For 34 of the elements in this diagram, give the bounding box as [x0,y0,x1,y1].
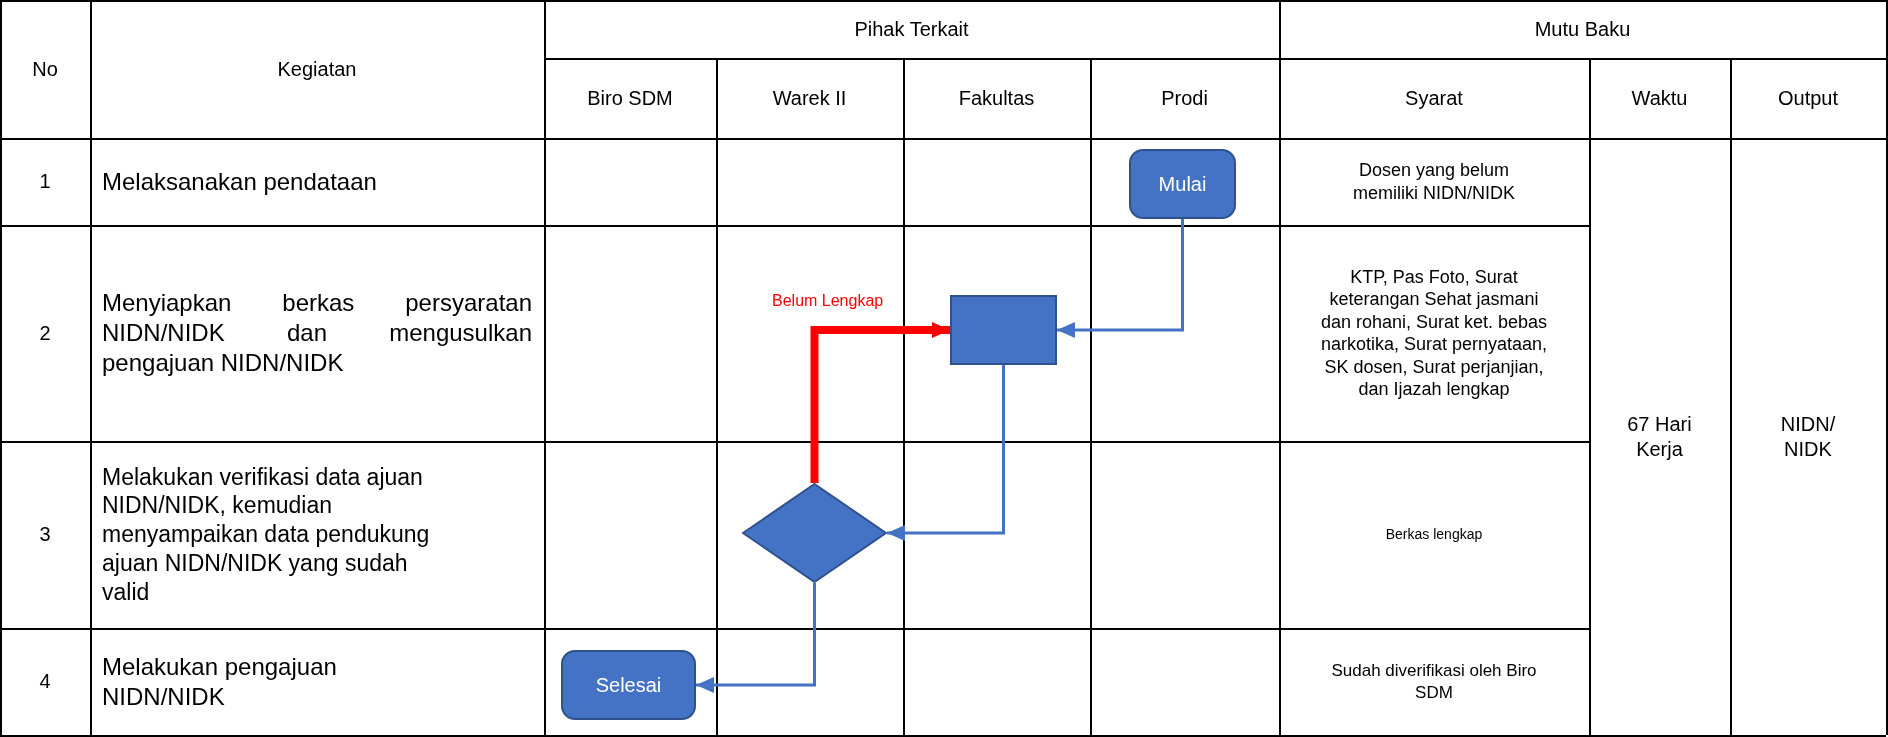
output-text: NIDN/ NIDK [1779,411,1837,462]
row-number: 2 [39,320,51,346]
column-header: Warek II [772,85,847,111]
arrow [810,322,950,483]
requirement-text: Dosen yang belum memiliki NIDN/NIDK [1352,159,1516,204]
activity-text: Melakukan pengajuan NIDN/NIDK [102,651,338,712]
column-header: Fakultas [958,85,1035,111]
row-number: 1 [39,169,51,194]
activity-text: Melakukan verifikasi data ajuan NIDN/NIDK, kemudian menyampaikan data pendukung ajuan NIDN/NIDK yang sudah valid [102,462,431,607]
requirement-text: KTP, Pas Foto, Surat keterangan Sehat jasmani dan rohani, Surat ket. bebas narkotika, Surat pernyataan, SK dosen, Surat perjanjian, dan Ijazah lengkap [1319,265,1549,401]
time-text: 67 Hari Kerja [1626,411,1693,462]
column-header: Kegiatan [277,56,357,82]
process-box [950,295,1057,365]
arrow [887,365,1005,541]
requirement-text: Sudah diverifikasi oleh Biro SDM [1330,660,1538,703]
edge-label: Belum Lengkap [770,292,886,310]
column-header: Biro SDM [587,85,673,111]
activity-text: Menyiapkan berkas persyaratan NIDN/NIDK dan mengusulkan pengajuan NIDN/NIDK [102,288,532,378]
row-number: 4 [39,669,51,694]
column-header: Waktu [1631,85,1688,111]
arrow [696,583,816,693]
row-number: 3 [39,522,51,547]
arrow [1057,219,1184,338]
column-header: Prodi [1161,85,1208,111]
requirement-text: Berkas lengkap [1385,525,1483,544]
activity-text: Melaksanakan pendataan [102,166,377,197]
column-header: Syarat [1405,85,1463,111]
column-header: No [32,56,58,82]
terminal-box: Mulai [1129,149,1236,219]
column-header: Mutu Baku [1534,16,1631,42]
column-header: Output [1777,85,1838,111]
column-header: Pihak Terkait [854,16,969,42]
terminal-box: Selesai [561,650,696,720]
decision-diamond [742,483,887,583]
